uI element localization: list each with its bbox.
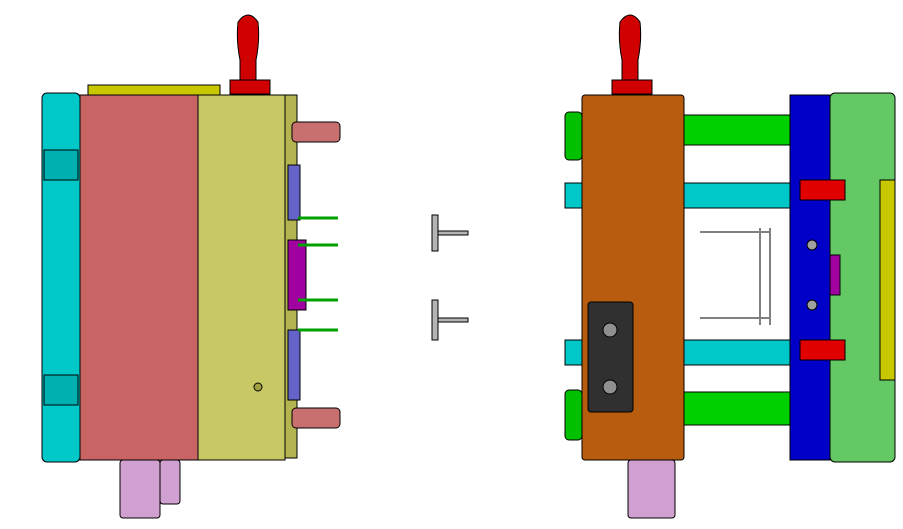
a-plate: [79, 94, 199, 461]
return-pin-stub-top: [564, 182, 583, 209]
top-strip: [87, 84, 221, 96]
ejector-plate-bolt-1: [806, 239, 818, 251]
eye-bolt-base-left: [229, 79, 271, 95]
ejector-pins-right: [700, 228, 771, 325]
clamp-notch-bottom: [43, 374, 79, 406]
eye-bolt-right: [618, 14, 642, 93]
clamp-block-bolt-1: [602, 322, 618, 338]
part-top-stem: [437, 230, 469, 236]
sprue-bush-right: [627, 459, 676, 519]
center-insert: [829, 254, 841, 296]
ejector-plate-bolt-2: [806, 299, 818, 311]
guide-pin-top: [291, 121, 341, 143]
return-pin-top: [683, 182, 801, 209]
clamp-notch-top: [43, 149, 79, 181]
eye-bolt-left: [236, 14, 260, 93]
part-bottom-head: [431, 299, 439, 341]
guide-pin-bottom: [291, 407, 341, 429]
hole: [253, 382, 263, 392]
fixed-half: [41, 14, 341, 519]
clamp-block-bolt-2: [602, 379, 618, 395]
support-pillar-bottom: [683, 391, 801, 426]
support-pillar-top: [683, 114, 801, 146]
return-pin-stub-bottom: [564, 339, 583, 366]
stop-block-top: [799, 179, 846, 201]
sprue-bush-1: [119, 459, 161, 519]
clamp-block: [587, 301, 634, 413]
pillar-boss-bottom: [564, 389, 583, 441]
eye-bolt-base-right: [611, 79, 653, 95]
return-pin-bottom: [683, 339, 801, 366]
insert-top: [287, 164, 301, 221]
moving-half: [564, 14, 896, 519]
part-bottom-stem: [437, 317, 469, 323]
part-top-head: [431, 214, 439, 252]
core-insert: [287, 239, 307, 311]
molded-parts: [431, 214, 469, 341]
pillar-boss-top: [564, 111, 583, 161]
locating-ring: [879, 179, 896, 381]
clamp-plate-left: [41, 92, 81, 463]
ejector-pins-left: [298, 216, 338, 332]
insert-bottom: [287, 329, 301, 401]
ejector-plate: [789, 94, 831, 461]
cavity-plate: [197, 94, 286, 461]
stop-block-bottom: [799, 339, 846, 361]
sprue-bush-2: [159, 459, 181, 505]
